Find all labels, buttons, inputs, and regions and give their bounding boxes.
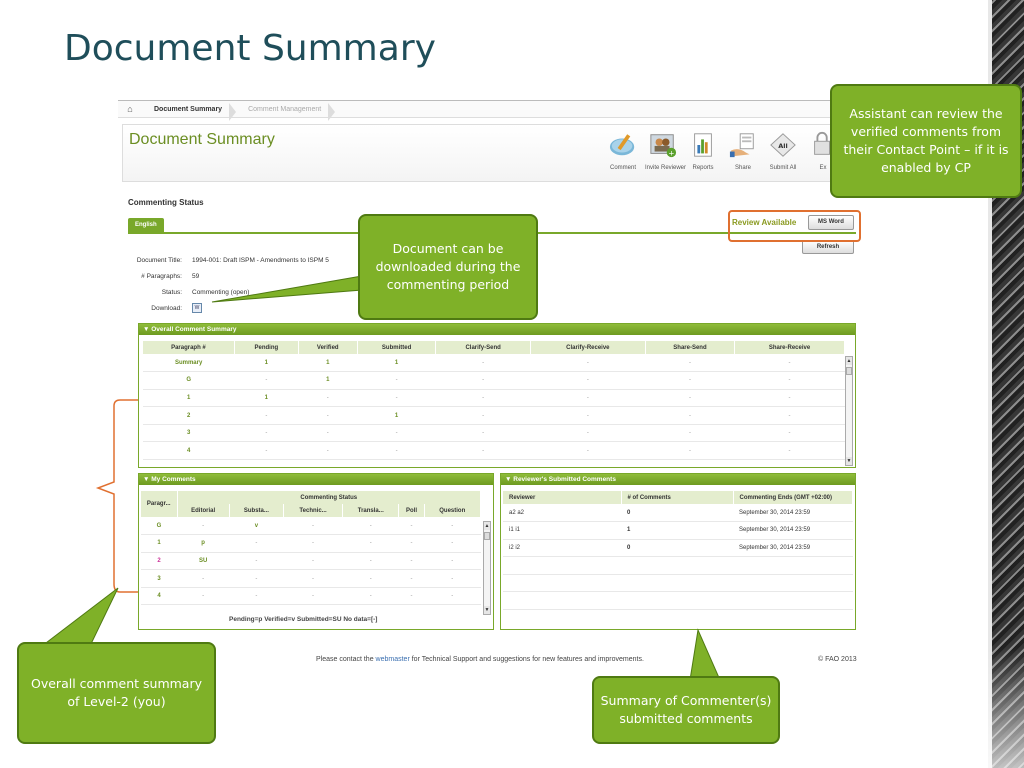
my-comments-table: Paragr... Commenting Status Editorial Su… (141, 491, 482, 606)
status-legend: Pending=p Verified=v Submitted=SU No dat… (229, 616, 378, 623)
document-title-label: Document Title: (136, 256, 182, 264)
my-comments-scrollbar[interactable]: ▲ ▼ (483, 521, 491, 615)
table-row[interactable]: G-v---- (141, 517, 481, 536)
page-title: Document Summary (129, 131, 275, 148)
overall-summary-header[interactable]: ▼ Overall Comment Summary (139, 324, 855, 335)
column-header[interactable]: Paragraph # (143, 341, 235, 354)
callout-top-right: Assistant can review the verified commen… (830, 84, 1022, 198)
invite-reviewer-icon: + (649, 131, 677, 159)
footer-text: Please contact the webmaster for Technic… (316, 656, 644, 663)
column-header[interactable]: Poll (398, 504, 425, 517)
review-available-label: Review Available (732, 218, 797, 227)
callout-pointer-overall (40, 587, 119, 647)
svg-text:+: + (668, 148, 674, 157)
export-button[interactable]: Ex (805, 131, 841, 171)
comment-button[interactable]: Comment (605, 131, 641, 171)
copyright: © FAO 2013 (818, 656, 857, 663)
column-header[interactable]: Clarify-Receive (530, 341, 646, 354)
column-header[interactable]: Pending (234, 341, 299, 354)
column-header[interactable]: Submitted (357, 341, 437, 354)
column-header[interactable]: Reviewer (503, 491, 622, 504)
callout-overall: Overall comment summary of Level-2 (you) (17, 642, 216, 744)
reviewers-header[interactable]: ▼ Reviewer's Submitted Comments (501, 474, 855, 485)
status-value: Commenting (open) (192, 288, 250, 296)
export-icon (809, 131, 837, 159)
reviewers-comments-panel: ▼ Reviewer's Submitted Comments Reviewer… (500, 473, 856, 630)
callout-commenters: Summary of Commenter(s) submitted commen… (592, 676, 780, 744)
my-comments-header[interactable]: ▼ My Comments (139, 474, 493, 485)
callout-download: Document can be downloaded during the co… (358, 214, 538, 320)
column-header[interactable]: Share-Receive (734, 341, 845, 354)
table-row (503, 574, 853, 593)
document-title-value: 1994-001: Draft ISPM - Amendments to ISP… (192, 256, 329, 264)
comment-icon (609, 131, 637, 159)
table-row[interactable]: G-1----- (143, 371, 845, 390)
scroll-up-icon[interactable]: ▲ (484, 522, 490, 530)
overall-comment-summary-panel: ▼ Overall Comment Summary Paragraph # Pe… (138, 323, 856, 468)
reviewers-table: Reviewer # of Comments Commenting Ends (… (503, 491, 853, 611)
table-row[interactable]: 2--1---- (143, 406, 845, 425)
slide-title: Document Summary (64, 28, 436, 69)
scroll-up-icon[interactable]: ▲ (846, 357, 852, 365)
scroll-thumb[interactable] (484, 532, 490, 540)
column-group-header: Commenting Status (177, 491, 481, 504)
share-icon (729, 131, 757, 159)
paragraphs-value: 59 (192, 272, 200, 280)
column-header[interactable]: Paragr... (141, 491, 178, 517)
column-header[interactable]: Verified (298, 341, 358, 354)
column-header[interactable]: Commenting Ends (GMT +02:00) (733, 491, 853, 504)
commenting-status-title: Commenting Status (128, 198, 204, 207)
tab-english[interactable]: English (128, 218, 164, 232)
paragraphs-label: # Paragraphs: (141, 272, 182, 280)
scroll-down-icon[interactable]: ▼ (484, 606, 490, 614)
toolbar: Comment + Invite Reviewer Reports Share (605, 131, 845, 171)
page-header: Document Summary Comment + Invite Review… (122, 124, 856, 182)
share-button[interactable]: Share (725, 131, 761, 171)
breadcrumb: ⌂ Document Summary Comment Management (118, 100, 860, 121)
table-row[interactable]: 4------- (143, 441, 845, 461)
column-header[interactable]: Transla... (342, 504, 400, 517)
reports-icon (689, 131, 717, 159)
column-header[interactable]: Share-Send (645, 341, 736, 354)
submit-all-icon: All (769, 131, 797, 159)
document-info: Document Title: 1994-001: Draft ISPM - Am… (128, 252, 329, 316)
breadcrumb-document-summary[interactable]: Document Summary (142, 102, 237, 121)
ms-word-button[interactable]: MS Word (808, 215, 854, 230)
invite-reviewer-button[interactable]: + Invite Reviewer (645, 131, 686, 171)
app-window: ⌂ Document Summary Comment Management Do… (118, 100, 860, 670)
svg-text:All: All (778, 142, 788, 150)
column-header[interactable]: # of Comments (621, 491, 734, 504)
table-row[interactable]: 4------ (141, 587, 481, 606)
refresh-button[interactable]: Refresh (802, 240, 854, 254)
column-header[interactable]: Question (424, 504, 482, 517)
word-document-icon[interactable]: W (192, 303, 202, 313)
breadcrumb-comment-management[interactable]: Comment Management (236, 102, 336, 121)
table-row (503, 556, 853, 575)
scroll-thumb[interactable] (846, 367, 852, 375)
reports-button[interactable]: Reports (685, 131, 721, 171)
download-label: Download: (151, 304, 182, 312)
column-header[interactable]: Technic... (283, 504, 344, 517)
submit-all-button[interactable]: All Submit All (765, 131, 801, 171)
webmaster-link[interactable]: webmaster (375, 656, 410, 663)
scroll-down-icon[interactable]: ▼ (846, 457, 852, 465)
column-header[interactable]: Clarify-Send (435, 341, 531, 354)
overall-summary-table: Paragraph # Pending Verified Submitted C… (143, 341, 845, 461)
table-row[interactable]: 3------ (141, 569, 481, 588)
column-header[interactable]: Editorial (177, 504, 230, 517)
overall-summary-scrollbar[interactable]: ▲ ▼ (845, 356, 853, 466)
my-comments-panel: ▼ My Comments Paragr... Commenting Statu… (138, 473, 494, 630)
table-row[interactable]: 3------- (143, 424, 845, 443)
table-row (503, 591, 853, 611)
home-icon[interactable]: ⌂ (127, 104, 133, 114)
status-label: Status: (161, 288, 182, 296)
column-header[interactable]: Substa... (229, 504, 285, 517)
